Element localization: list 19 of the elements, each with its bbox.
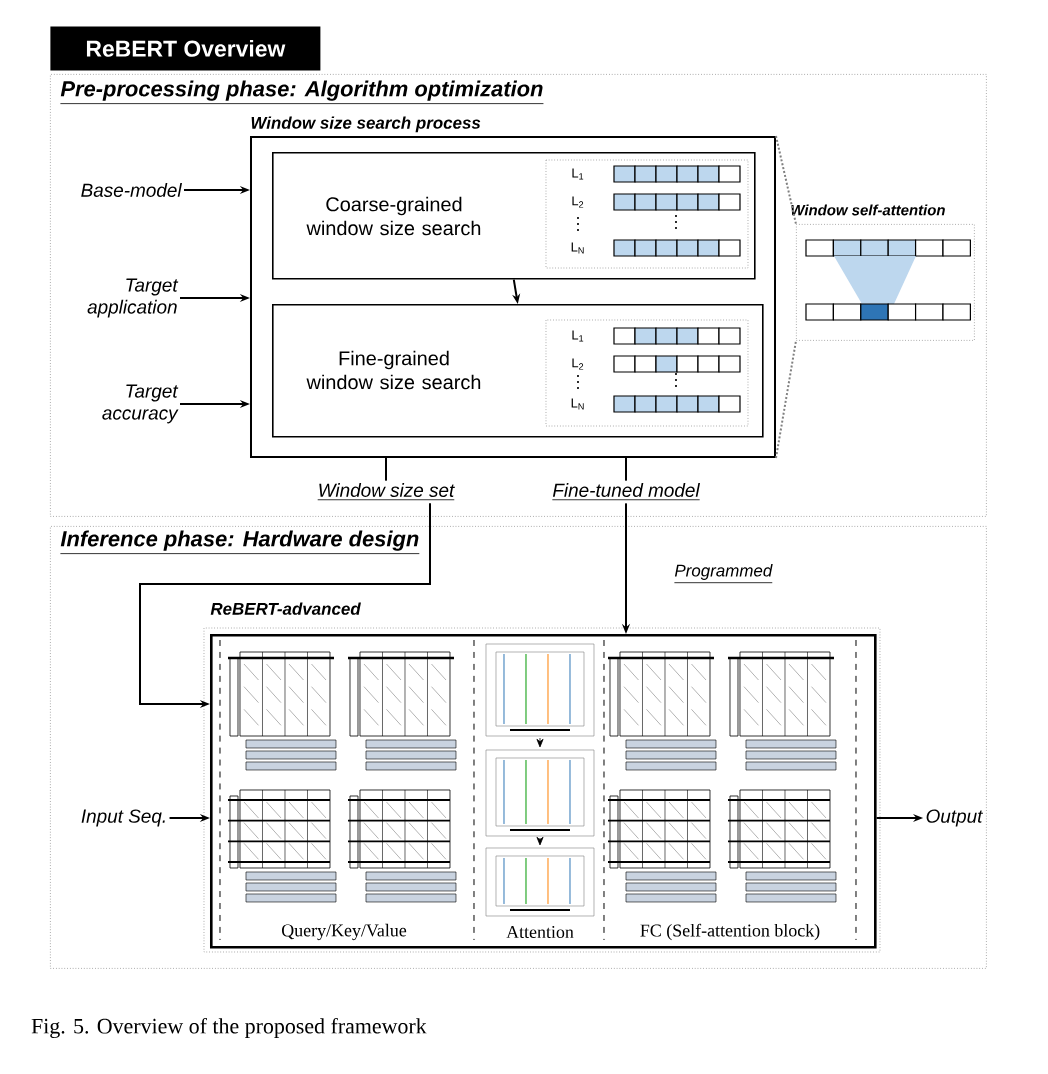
- input-label: Target accuracy: [102, 384, 179, 424]
- title-banner: ReBERT Overview: [50, 26, 321, 71]
- zoom-line: [775, 135, 797, 225]
- column-label: Attention: [504, 923, 576, 940]
- edge-label: Programmed: [672, 562, 775, 586]
- input-label: Target application: [87, 278, 179, 318]
- io-label: Output: [926, 809, 984, 827]
- node-label: Window size search process: [251, 116, 481, 133]
- caption: Fig. 5. Overview of the proposed framework: [31, 1017, 427, 1039]
- connector-line: [385, 457, 387, 482]
- column-label: Query/Key/Value: [279, 921, 409, 943]
- connector-line: [625, 457, 627, 482]
- output-label: Window size set: [317, 483, 455, 501]
- input-label: Base-model: [81, 183, 182, 197]
- io-label: Input Seq.: [81, 809, 165, 827]
- node-label: ReBERT-advanced: [210, 602, 361, 615]
- column-label: FC (Self-attention block): [637, 921, 823, 943]
- zoom-line: [775, 339, 797, 459]
- output-label: Fine-tuned model: [551, 483, 701, 501]
